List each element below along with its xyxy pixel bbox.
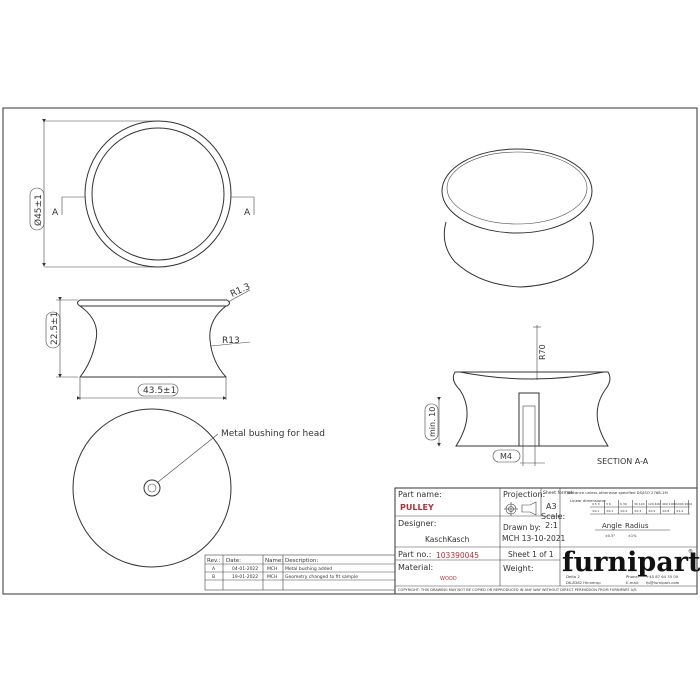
copyright-note: COPYRIGHT: THIS DRAWING MAY NOT BE COPIE… bbox=[398, 588, 637, 592]
address-line-2: DK-8382 Hinnerup bbox=[566, 580, 601, 585]
radius-label: Radius bbox=[625, 522, 649, 530]
part-name-label: Part name: bbox=[398, 490, 442, 499]
registered-mark: ® bbox=[688, 548, 693, 555]
rim-radius: R1.3 bbox=[229, 282, 252, 300]
drawing-frame bbox=[2, 107, 698, 595]
projection-symbol-icon bbox=[504, 501, 537, 516]
tolerance-value: ±0.5 bbox=[648, 509, 655, 513]
tolerance-value: ±0.2 bbox=[620, 509, 627, 513]
section-marker-left: A bbox=[52, 208, 59, 218]
section-label: SECTION A-A bbox=[597, 457, 649, 466]
angle-value: ±0.5° bbox=[605, 534, 615, 538]
diameter-dimension: Ø45±1 bbox=[33, 194, 44, 226]
part-name: PULLEY bbox=[400, 503, 434, 512]
name-cell: MCH bbox=[267, 574, 277, 580]
tolerance-table bbox=[590, 506, 690, 515]
tolerance-value: ±1.2 bbox=[676, 509, 683, 513]
tolerance-value: ±0.3 bbox=[634, 509, 641, 513]
tolerance-value: ±0.1 bbox=[592, 509, 599, 513]
description-header: Description: bbox=[285, 558, 318, 564]
tolerance-range: 120 400 bbox=[648, 502, 660, 506]
scale-label: Scale: bbox=[541, 512, 565, 521]
sheet-format-label: Sheet format: bbox=[543, 490, 574, 496]
sheet-number: Sheet 1 of 1 bbox=[508, 550, 554, 559]
designer-label: Designer: bbox=[398, 519, 436, 528]
date-cell: 19-01-2022 bbox=[232, 574, 258, 580]
thread-size: M4 bbox=[500, 452, 512, 461]
top-view: Ø45±1 A A bbox=[29, 119, 255, 268]
material-label: Material: bbox=[398, 563, 433, 572]
phone: +45 87 64 35 00 bbox=[646, 574, 679, 579]
tolerance-range: 400 1000 bbox=[662, 502, 676, 506]
description-cell: Geometry changed to fit sample bbox=[285, 574, 358, 580]
angle-label: Angle bbox=[602, 522, 622, 530]
name-cell: MCH bbox=[267, 566, 277, 572]
scale: 2:1 bbox=[545, 521, 558, 530]
part-no-label: Part no.: bbox=[398, 550, 431, 559]
rev-cell: A bbox=[212, 566, 216, 572]
section-marker-right: A bbox=[244, 208, 251, 218]
side-radius: R13 bbox=[222, 336, 240, 346]
revision-table: Rev.: Date: Name: Description: A 04-01-2… bbox=[204, 554, 396, 591]
side-view: 22.5±1 43.5±1 R1.3 R13 bbox=[45, 282, 252, 400]
tolerance-range: 6 30 bbox=[620, 502, 627, 506]
projection-label: Projection: bbox=[503, 490, 545, 499]
bushing-note: Metal bushing for head bbox=[221, 429, 325, 439]
width-dimension: 43.5±1 bbox=[143, 386, 176, 396]
tolerance-range: 3 6 bbox=[606, 502, 611, 506]
furnipart-logo: furnipart bbox=[562, 547, 700, 578]
linear-label: Linear dimensions: bbox=[570, 498, 606, 503]
date-cell: 04-01-2022 bbox=[232, 566, 258, 572]
rev-header: Rev.: bbox=[207, 558, 221, 564]
address-line-1: Delta 2 bbox=[566, 574, 580, 579]
email: fp@furnipart.com bbox=[646, 580, 680, 585]
drawn-by-label: Drawn by: bbox=[503, 523, 541, 532]
rev-cell: B bbox=[212, 574, 215, 580]
section-view: R70 min. 10 M4 SECTION A-A bbox=[424, 325, 649, 466]
designer: KaschKasch bbox=[425, 535, 470, 544]
description-cell: Metal bushing added bbox=[285, 566, 332, 572]
part-no: 103390045 bbox=[436, 551, 479, 560]
weight-label: Weight: bbox=[503, 564, 534, 573]
tolerance-range: 1000 2000 bbox=[676, 502, 692, 506]
tolerance-note: Tolerance unless otherwise specified DS/… bbox=[565, 490, 668, 495]
sheet-format: A3 bbox=[546, 502, 557, 511]
drawn-by: MCH 13-10-2021 bbox=[502, 534, 566, 543]
tolerance-range: 0.5 3 bbox=[592, 502, 600, 506]
bottom-view: Metal bushing for head bbox=[72, 408, 325, 568]
section-radius: R70 bbox=[538, 344, 547, 360]
radius-value: ±1% bbox=[628, 534, 637, 538]
height-dimension: 22.5±1 bbox=[50, 312, 60, 345]
email-label: E-mail: bbox=[626, 580, 639, 585]
hole-depth: min. 10 bbox=[428, 407, 437, 437]
material: WOOD bbox=[440, 576, 457, 582]
title-block: Part name: PULLEY Projection: Sheet form… bbox=[394, 487, 700, 595]
date-header: Date: bbox=[226, 558, 241, 564]
phone-label: Phone: bbox=[626, 574, 639, 579]
name-header: Name: bbox=[265, 558, 283, 564]
tolerance-value: ±0.8 bbox=[662, 509, 669, 513]
tolerance-range: 30 120 bbox=[634, 502, 645, 506]
isometric-view bbox=[441, 148, 594, 288]
tolerance-value: ±0.1 bbox=[606, 509, 613, 513]
